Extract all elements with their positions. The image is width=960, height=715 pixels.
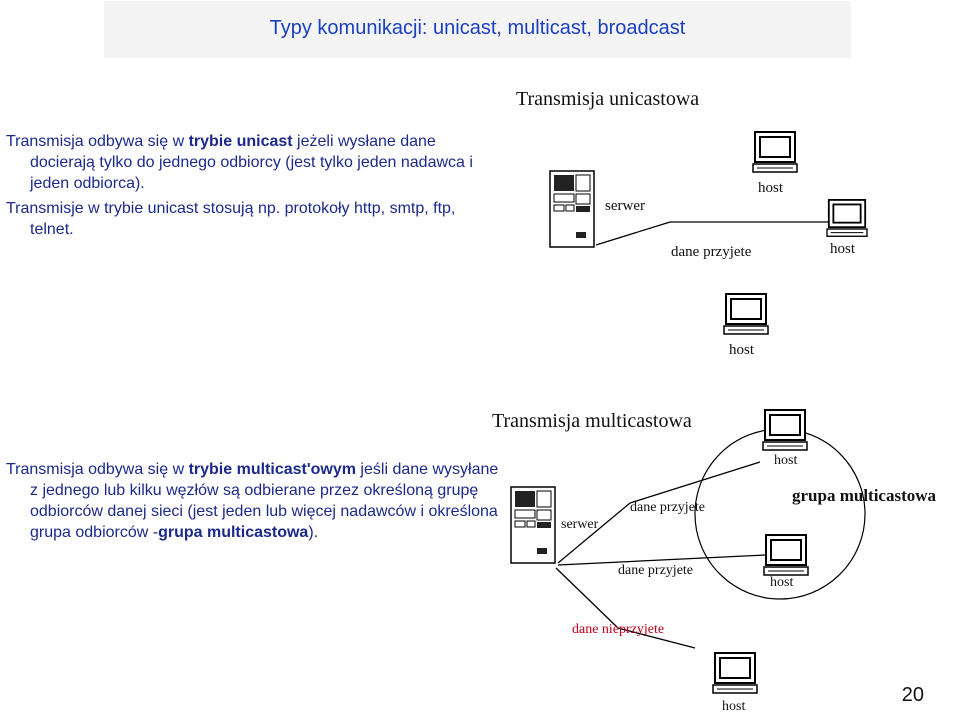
- multicast-data-label-3: dane nieprzyjete: [572, 622, 665, 637]
- multicast-group-label: grupa multicastowa: [792, 486, 937, 505]
- unicast-text-c: Transmisje w trybie unicast stosują np. …: [6, 200, 456, 238]
- server-tower-icon: [549, 170, 595, 248]
- multicast-bold-2: grupa multicastowa: [158, 524, 309, 541]
- multicast-paragraph: Transmisja odbywa się w trybie multicast…: [6, 459, 502, 543]
- unicast-host-right-label: host: [830, 241, 856, 257]
- multicast-data-label-1: dane przyjete: [630, 500, 706, 515]
- unicast-paragraph-1: Transmisja odbywa się w trybie unicast j…: [6, 131, 496, 194]
- multicast-text-c: ).: [308, 524, 319, 541]
- desktop-computer-icon: [826, 199, 868, 237]
- unicast-line-a: [595, 221, 671, 246]
- title-banner: Typy komunikacji: unicast, multicast, br…: [104, 1, 851, 58]
- multicast-server-label: serwer: [561, 517, 599, 532]
- multicast-line-d: [555, 567, 619, 629]
- unicast-bold: trybie unicast: [188, 133, 293, 150]
- desktop-computer-icon: [752, 131, 798, 173]
- unicast-heading: Transmisja unicastowa: [516, 88, 700, 110]
- server-tower-icon: [510, 486, 556, 564]
- unicast-paragraph-2: Transmisje w trybie unicast stosują np. …: [6, 198, 496, 240]
- multicast-heading: Transmisja multicastowa: [492, 410, 692, 432]
- multicast-line-b: [629, 461, 761, 504]
- multicast-line-e: [617, 627, 696, 649]
- slide-title: Typy komunikacji: unicast, multicast, br…: [269, 17, 686, 39]
- multicast-text-a: Transmisja odbywa się w: [6, 461, 189, 478]
- desktop-computer-icon: [763, 534, 809, 576]
- multicast-text-b: jeśli dane wysyłane z jednego lub kilku …: [30, 461, 499, 541]
- page-number: 20: [901, 684, 924, 706]
- multicast-bold-1: trybie multicast'owym: [188, 461, 356, 478]
- unicast-text-a: Transmisja odbywa się w: [6, 133, 189, 150]
- multicast-line-a: [557, 502, 631, 564]
- unicast-host-top-label: host: [758, 180, 784, 196]
- unicast-host-bottom-label: host: [729, 342, 755, 358]
- multicast-host-mid-label: host: [770, 575, 794, 590]
- unicast-server-label: serwer: [605, 198, 645, 214]
- desktop-computer-icon: [712, 652, 758, 694]
- multicast-data-label-2: dane przyjete: [618, 563, 694, 578]
- multicast-host-bottom-label: host: [722, 699, 746, 714]
- unicast-data-label: dane przyjete: [671, 244, 752, 260]
- desktop-computer-icon: [762, 409, 808, 451]
- desktop-computer-icon: [723, 293, 769, 335]
- unicast-text-b: jeżeli wysłane dane docierają tylko do j…: [30, 133, 473, 192]
- multicast-line-c: [557, 554, 766, 566]
- multicast-host-top-label: host: [774, 453, 798, 468]
